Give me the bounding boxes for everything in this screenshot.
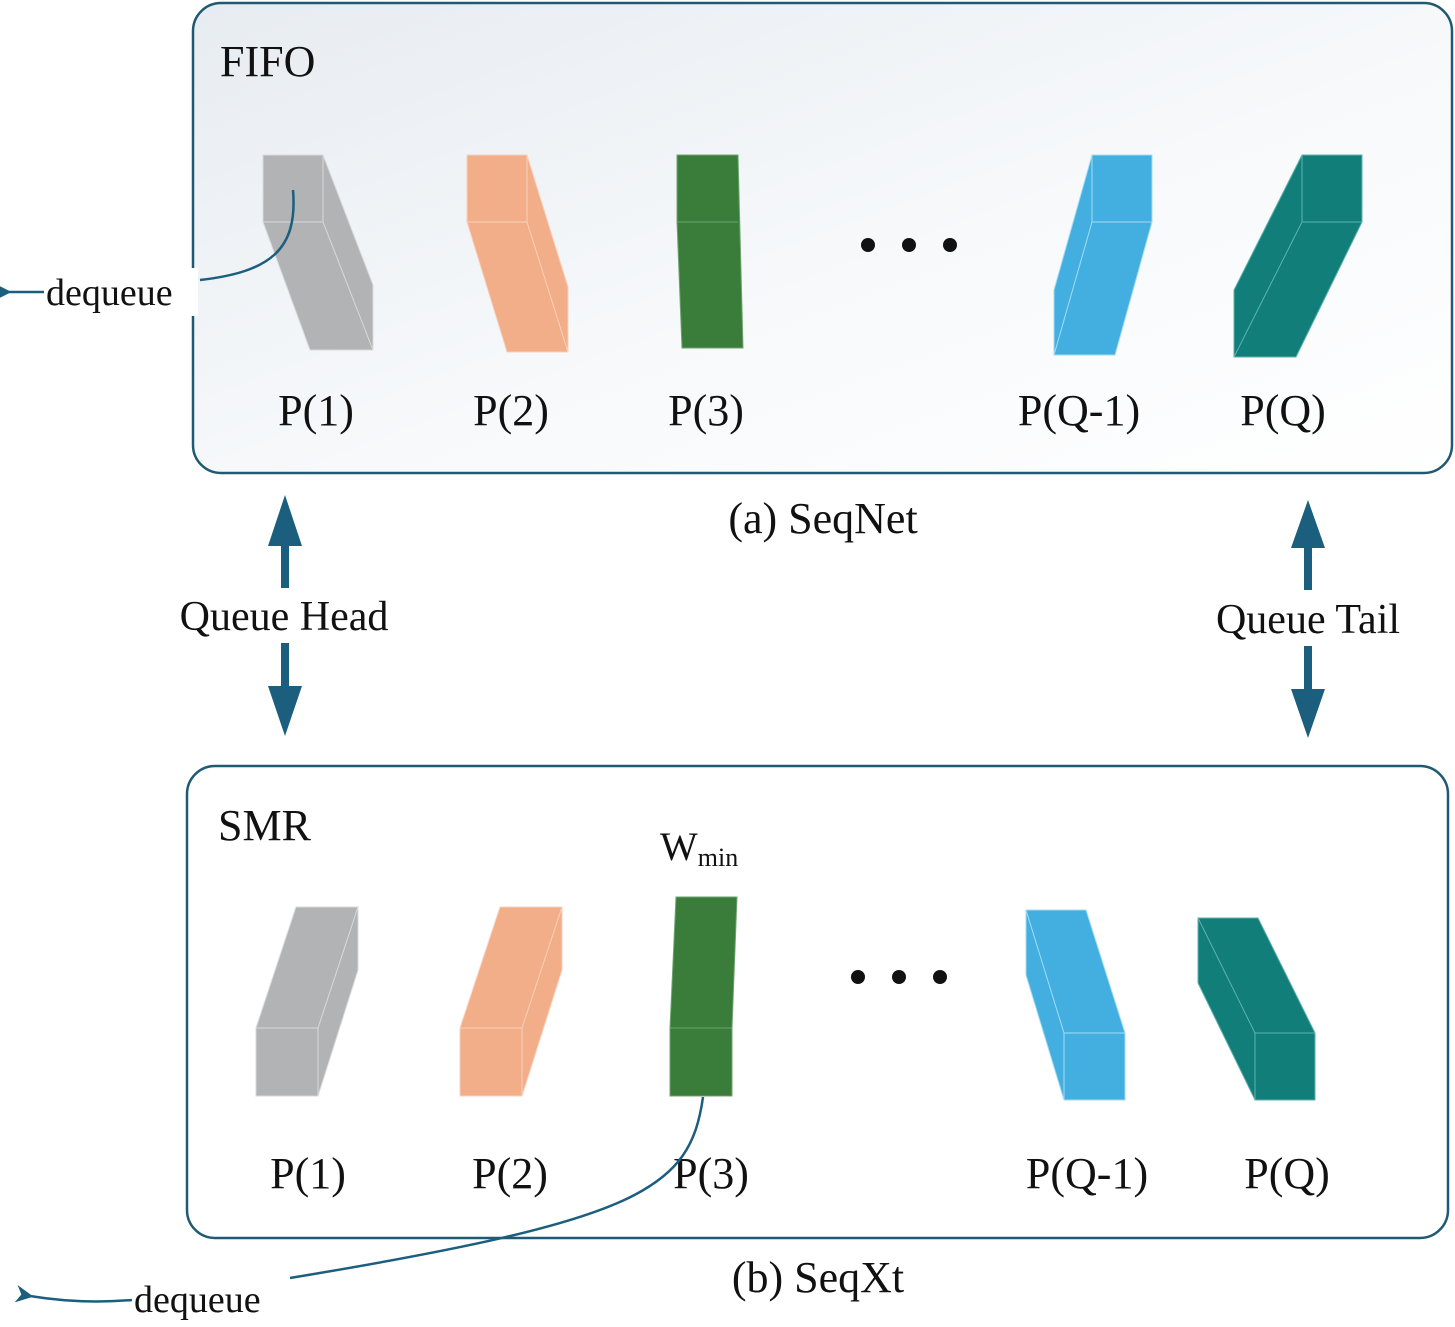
fifo-panel: FIFO [0, 1, 1454, 475]
fifo-label-pq: P(Q) [1240, 386, 1326, 435]
smr-title: SMR [218, 801, 312, 850]
smr-label-pq: P(Q) [1244, 1149, 1330, 1198]
smr-label-pq1: P(Q-1) [1026, 1149, 1148, 1198]
fifo-block-pq [1233, 154, 1363, 358]
fifo-label-p3: P(3) [668, 386, 744, 435]
smr-block-pq [1197, 917, 1316, 1101]
smr-label-p3: P(3) [673, 1149, 749, 1198]
smr-dequeue-label: dequeue [134, 1279, 261, 1321]
smr-caption: (b) SeqXt [732, 1253, 904, 1302]
smr-dequeue-arrow [14, 1285, 133, 1303]
fifo-caption: (a) SeqNet [728, 494, 917, 543]
fifo-block-p1 [262, 154, 374, 351]
smr-label-p1: P(1) [270, 1149, 346, 1198]
smr-block-p2 [459, 906, 563, 1097]
wmin-label: Wmin [660, 824, 738, 872]
queue-tail-connector: Queue Tail [1216, 500, 1400, 738]
smr-label-p2: P(2) [472, 1149, 548, 1198]
queue-tail-double-arrow-icon [1291, 500, 1325, 738]
fifo-block-p3 [676, 154, 744, 349]
horizontal-ellipsis-icon [851, 970, 947, 984]
fifo-dequeue-label: dequeue [46, 272, 173, 314]
smr-panel: SMR Wmin [185, 764, 1450, 1240]
queue-head-double-arrow-icon [268, 495, 302, 736]
fifo-block-pq1 [1053, 154, 1153, 356]
fifo-title: FIFO [220, 37, 315, 86]
smr-dequeue-curve [289, 1096, 705, 1280]
smr-block-pq1 [1025, 909, 1126, 1101]
fifo-label-p2: P(2) [473, 386, 549, 435]
smr-panel-frame [185, 764, 1450, 1240]
queue-tail-label: Queue Tail [1216, 597, 1400, 643]
fifo-label-pq1: P(Q-1) [1018, 386, 1140, 435]
smr-block-p1 [255, 906, 359, 1097]
horizontal-ellipsis-icon [861, 238, 957, 252]
fifo-label-p1: P(1) [278, 386, 354, 435]
queue-head-label: Queue Head [180, 594, 389, 640]
fifo-dequeue-backdrop [45, 268, 198, 316]
smr-block-p3 [669, 896, 738, 1097]
queue-head-connector: Queue Head [180, 495, 389, 736]
fifo-block-p2 [466, 154, 569, 353]
fifo-dequeue-curve [199, 189, 295, 282]
fifo-panel-frame [191, 1, 1454, 475]
